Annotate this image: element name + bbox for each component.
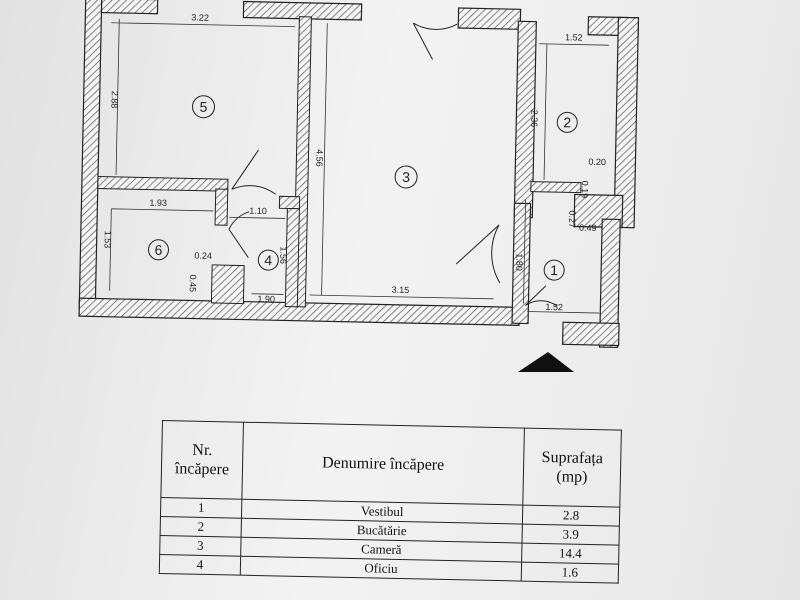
interior-walls	[97, 16, 582, 308]
row-area: 2.8	[522, 505, 620, 527]
exterior-walls	[78, 0, 640, 349]
row-nr: 1	[160, 497, 242, 519]
room-6: 6	[147, 239, 169, 261]
room-2: 2	[556, 111, 578, 133]
dim-0-19: 0.19	[580, 181, 590, 199]
room-2-number: 2	[563, 114, 571, 130]
row-nr: 4	[159, 554, 241, 576]
row-area: 3.9	[522, 524, 620, 546]
dim-0-49: 0.49	[579, 223, 597, 233]
dim-room3-width: 3.15	[392, 285, 410, 295]
dim-room6-height: 1.53	[103, 231, 113, 249]
entrance-arrow	[518, 352, 574, 372]
dimension-lines	[109, 18, 609, 314]
dim-room2-width: 1.52	[565, 32, 583, 42]
dim-0-27: 0.27	[567, 210, 577, 228]
dim-0-45: 0.45	[188, 274, 198, 292]
row-area: 1.6	[521, 562, 619, 584]
room-5: 5	[192, 95, 216, 119]
dim-room1-height: 1.80	[514, 253, 524, 271]
room-6-number: 6	[154, 242, 162, 258]
dim-room1-width: 1.52	[545, 302, 563, 312]
room-legend-table: Nr. încăpere Denumire încăpere Suprafața…	[159, 420, 622, 584]
door-swings	[228, 22, 558, 307]
dim-room6-width: 1.93	[149, 198, 167, 208]
room-1-number: 1	[550, 262, 558, 278]
dim-room5-width: 3.22	[191, 12, 209, 22]
row-nr: 2	[160, 516, 242, 538]
dim-room2-height: 2.36	[529, 110, 539, 128]
row-area: 14.4	[521, 543, 619, 565]
room-3-number: 3	[402, 169, 410, 185]
dim-room4-width-bottom: 1.90	[257, 294, 275, 304]
row-nr: 3	[159, 535, 242, 557]
room-5-number: 5	[199, 99, 207, 115]
room-4: 4	[257, 249, 279, 271]
room-4-number: 4	[264, 252, 272, 268]
dim-room3-height: 4.56	[314, 149, 324, 167]
dim-0-24: 0.24	[194, 251, 212, 261]
dim-room4-width-top: 1.10	[249, 206, 267, 216]
header-nr: Nr. încăpere	[160, 420, 244, 500]
header-area: Suprafața (mp)	[522, 428, 622, 508]
room-1: 1	[543, 259, 565, 281]
dim-room4-height: 1.56	[278, 246, 288, 264]
dim-room5-height: 2.88	[109, 91, 119, 109]
legend-header-row: Nr. încăpere Denumire încăpere Suprafața…	[160, 420, 622, 508]
room-3: 3	[394, 165, 418, 189]
header-name: Denumire încăpere	[241, 422, 525, 506]
dim-0-20: 0.20	[588, 157, 606, 167]
